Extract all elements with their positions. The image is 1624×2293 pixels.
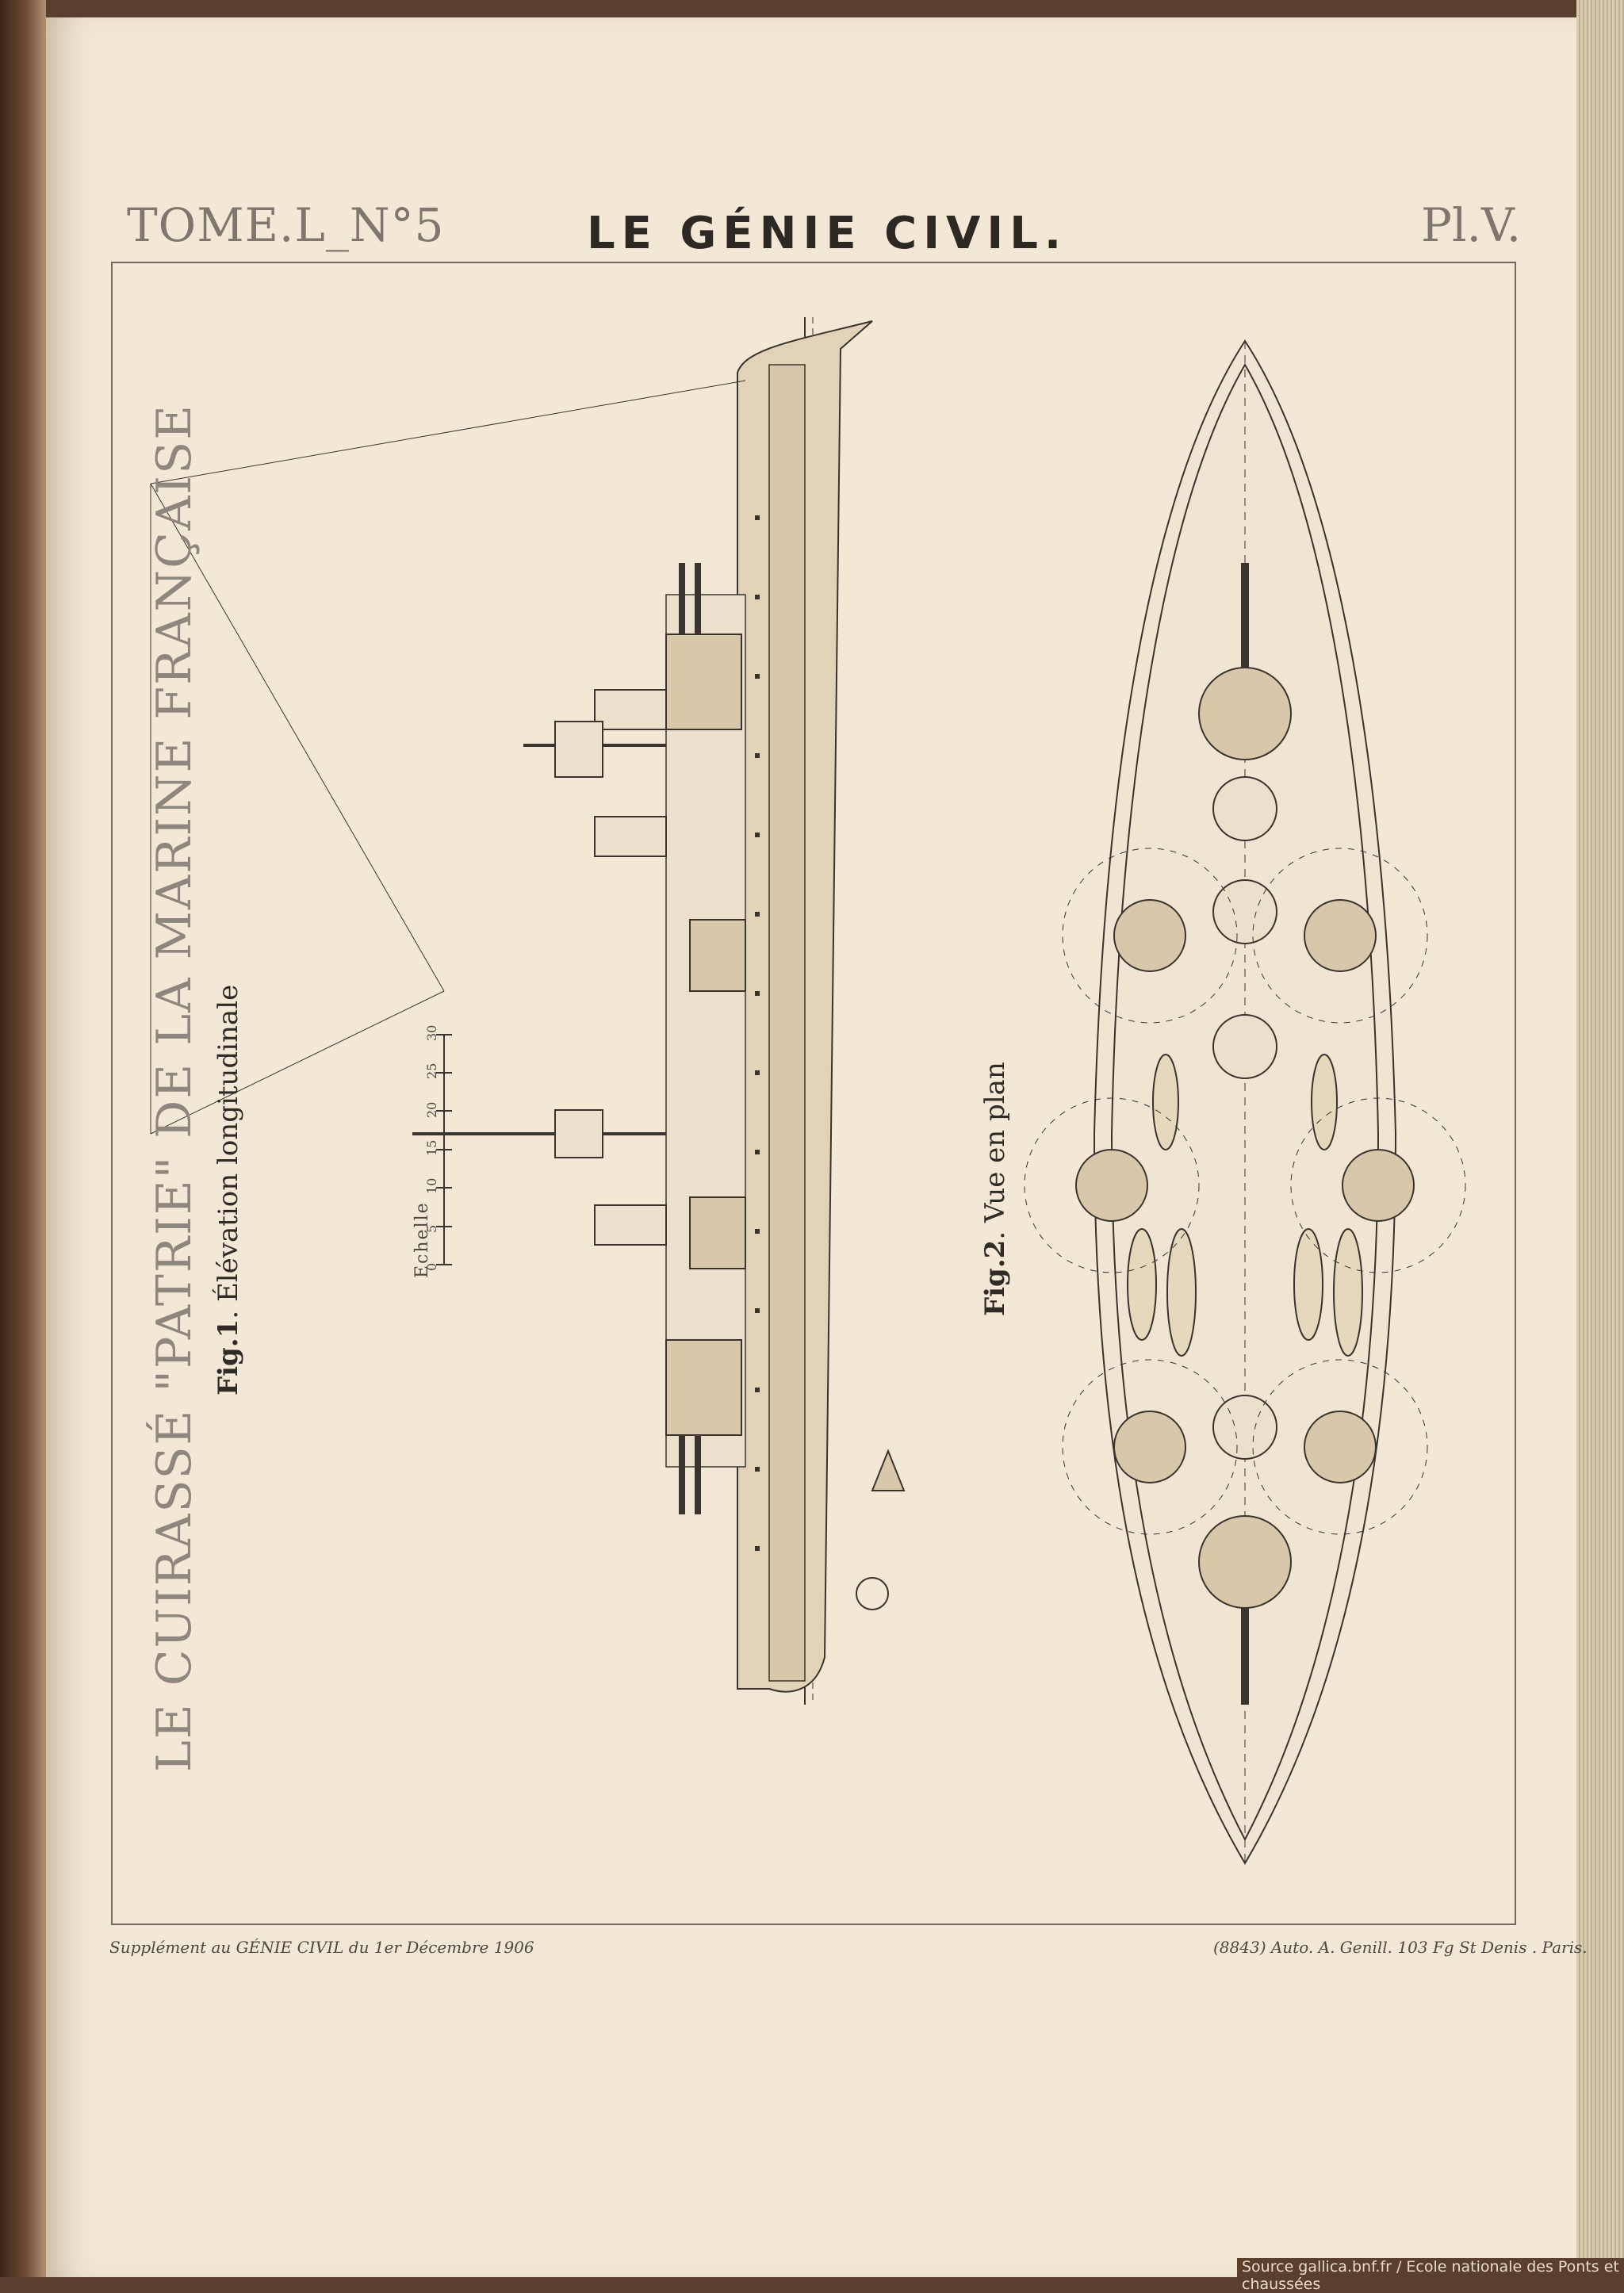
fig1-number: Fig.1	[213, 1319, 244, 1395]
fig1-caption: . Élévation longitudinale	[213, 984, 244, 1319]
header-plate-number: Pl.V.	[1421, 198, 1522, 252]
book-gutter	[0, 0, 46, 2277]
fig2-number: Fig.2	[979, 1239, 1011, 1316]
plate-title: LE CUIRASSÉ "PATRIE" DE LA MARINE FRANÇA…	[147, 403, 202, 1772]
header-tome: TOME.L_N°5	[127, 198, 445, 252]
scale-tick-label: 15	[424, 1139, 439, 1156]
scale-bar	[436, 1034, 452, 1265]
side-elevation-drawing	[150, 317, 906, 1705]
plate-frame	[111, 262, 1516, 1925]
scale-tick-label: 10	[424, 1177, 439, 1195]
header-journal-title: LE GÉNIE CIVIL.	[587, 208, 1068, 259]
scale-tick-label: 5	[424, 1224, 439, 1233]
fig1-label: Fig.1. Élévation longitudinale	[213, 985, 244, 1395]
scale-tick-label: 0	[424, 1262, 439, 1271]
source-credit: Source gallica.bnf.fr / Ecole nationale …	[1237, 2258, 1624, 2293]
scale-tick-label: 25	[424, 1062, 439, 1080]
fig2-caption: . Vue en plan	[979, 1062, 1011, 1240]
scale-tick-label: 30	[424, 1024, 439, 1041]
fig2-label: Fig.2. Vue en plan	[979, 1062, 1011, 1316]
footer-printer: (8843) Auto. A. Genill. 103 Fg St Denis …	[1213, 1938, 1588, 1957]
scale-tick-label: 20	[424, 1101, 439, 1118]
ship-drawings	[150, 317, 1466, 1865]
footer-supplement: Supplément au GÉNIE CIVIL du 1er Décembr…	[109, 1938, 534, 1957]
plan-view-drawing	[1024, 339, 1466, 1865]
page-edges	[1576, 0, 1624, 2277]
